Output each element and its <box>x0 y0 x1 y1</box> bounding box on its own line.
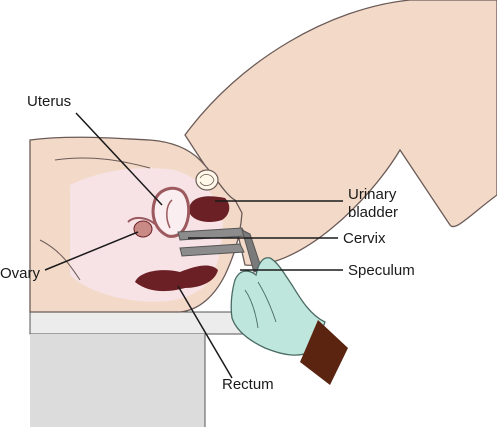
ovary-label: Ovary <box>0 265 41 282</box>
femur-detail <box>199 174 215 186</box>
table-base <box>30 334 205 427</box>
rectum-organ <box>135 265 218 292</box>
uterus-organ <box>151 186 191 238</box>
speculum-label: Speculum <box>348 262 415 279</box>
cervix-label: Cervix <box>343 230 386 247</box>
speculum-lower-blade <box>179 243 245 257</box>
bladder-label-line2: bladder <box>348 204 399 221</box>
spine-contour <box>39 239 81 281</box>
rectum-label: Rectum <box>222 376 274 393</box>
glove-finger-1 <box>244 289 259 329</box>
uterus-leader <box>75 112 163 206</box>
uterus-cavity <box>166 199 173 229</box>
bladder-label-line1: Urinary <box>348 186 397 203</box>
speculum-instrument <box>177 227 263 273</box>
rectum-leader <box>177 285 233 379</box>
gloved-hand <box>230 257 326 356</box>
femur-section <box>195 169 219 191</box>
fallopian-tube <box>127 216 156 225</box>
ovary-organ <box>133 220 153 238</box>
forearm-sleeve <box>300 320 348 385</box>
bladder-organ <box>190 196 230 222</box>
abdomen-contour <box>54 157 151 169</box>
exam-table <box>29 311 249 427</box>
uterus-label: Uterus <box>27 93 72 110</box>
ovary-leader <box>44 231 139 271</box>
glove-finger-2 <box>257 281 277 323</box>
leader-lines <box>44 112 343 379</box>
table-top <box>29 311 249 335</box>
